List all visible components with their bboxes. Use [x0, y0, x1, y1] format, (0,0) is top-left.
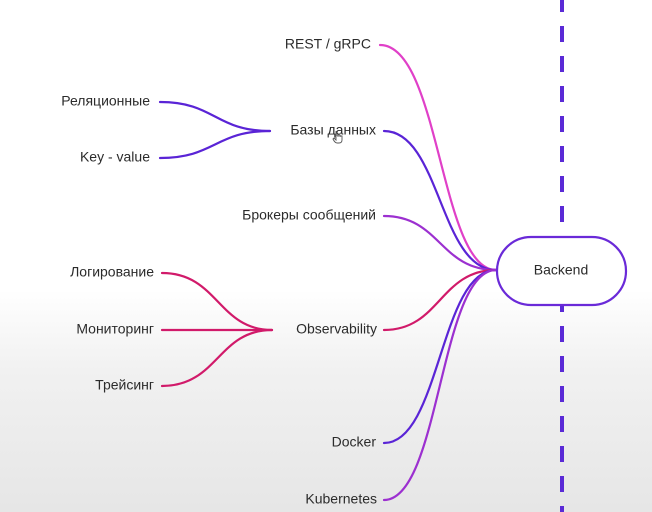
connector-tracing [160, 328, 274, 388]
connector-logging [160, 271, 274, 332]
label-keyvalue: Key - value [80, 149, 150, 165]
label-observability: Observability [296, 321, 377, 337]
label-monitoring: Мониторинг [76, 321, 154, 337]
label-docker: Docker [332, 434, 377, 450]
label-brokers: Брокеры сообщений [242, 207, 376, 223]
connector-brokers [382, 214, 498, 272]
backend-label: Backend [534, 262, 588, 278]
label-rest: REST / gRPC [285, 36, 371, 52]
label-kubernetes: Kubernetes [305, 491, 377, 507]
connector-databases [382, 129, 498, 272]
label-logging: Логирование [70, 264, 154, 280]
label-tracing: Трейсинг [95, 377, 154, 393]
backend-node: Backend [495, 235, 628, 307]
hand-cursor-icon [332, 131, 343, 144]
label-relational: Реляционные [61, 93, 150, 109]
connector-keyvalue [158, 129, 272, 160]
label-databases: Базы данных [290, 122, 376, 138]
backend-node-shape [495, 235, 628, 307]
connector-kubernetes [382, 268, 498, 502]
connector-observability [382, 268, 498, 332]
connector-docker [382, 268, 498, 445]
connector-relational [158, 100, 272, 133]
connector-rest [378, 43, 498, 272]
